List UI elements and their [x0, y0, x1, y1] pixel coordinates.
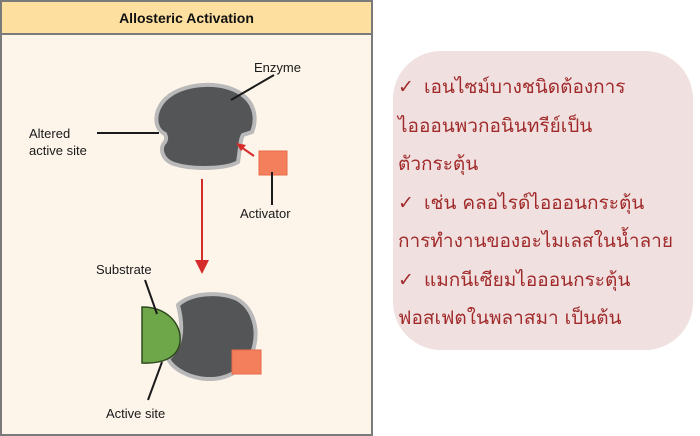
- altered-active-site-label-line1: Altered: [29, 126, 71, 141]
- info-line: ✓เอนไซม์บางชนิดต้องการ: [398, 68, 698, 107]
- altered-active-site-label-line2: active site: [29, 143, 87, 158]
- info-box: [393, 51, 693, 350]
- info-line: ตัวกระตุ้น: [398, 153, 479, 175]
- active-site-label: Active site: [106, 406, 166, 421]
- substrate-pointer-line: [144, 279, 158, 315]
- diagram-canvas: [97, 74, 288, 401]
- check-icon: ✓: [398, 268, 414, 291]
- info-line: ✓แมกนีเซียมไอออนกระตุ้น: [398, 261, 698, 300]
- substrate-label: Substrate: [96, 262, 152, 277]
- active-site-pointer-line: [147, 361, 163, 401]
- enzyme-shape-top: [154, 82, 257, 170]
- panel-title: Allosteric Activation: [2, 2, 371, 35]
- enzyme-pointer-line: [230, 74, 275, 101]
- check-icon: ✓: [398, 191, 414, 214]
- info-line: การทำงานของอะไมเลสในน้ำลาย: [398, 230, 673, 252]
- info-line: ✓เช่น คลอไรด์ไอออนกระตุ้น: [398, 184, 698, 223]
- check-icon: ✓: [398, 76, 414, 98]
- transition-arrow-head: [195, 260, 209, 274]
- allosteric-activation-panel: Allosteric Activation Enzyme Altered act…: [0, 0, 373, 436]
- info-text: ✓เอนไซม์บางชนิดต้องการ ไอออนพวกอนินทรีย์…: [398, 68, 698, 338]
- activator-square: [258, 150, 288, 176]
- binding-arrow-line: [240, 146, 255, 157]
- activator-square-bound: [231, 349, 262, 375]
- binding-arrow-head: [236, 143, 246, 151]
- enzyme-label: Enzyme: [254, 60, 301, 75]
- info-line: ไอออนพวกอนินทรีย์เป็น: [398, 114, 593, 137]
- activator-label: Activator: [240, 206, 291, 221]
- substrate-shape: [141, 306, 181, 364]
- info-line: ฟอสเฟตในพลาสมา เป็นต้น: [398, 307, 622, 329]
